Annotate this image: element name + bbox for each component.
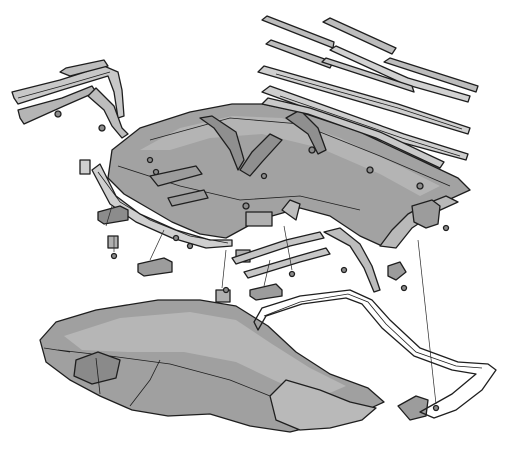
- leader-lines: [105, 205, 437, 405]
- mounting-screws: [110, 156, 450, 412]
- rear-bow-seals: [11, 59, 129, 139]
- rear-window-seal: [253, 289, 497, 431]
- side-rail-weatherstrips: [257, 57, 471, 161]
- windshield-header-weatherstrip: [261, 15, 479, 103]
- latch-hardware: [97, 199, 441, 421]
